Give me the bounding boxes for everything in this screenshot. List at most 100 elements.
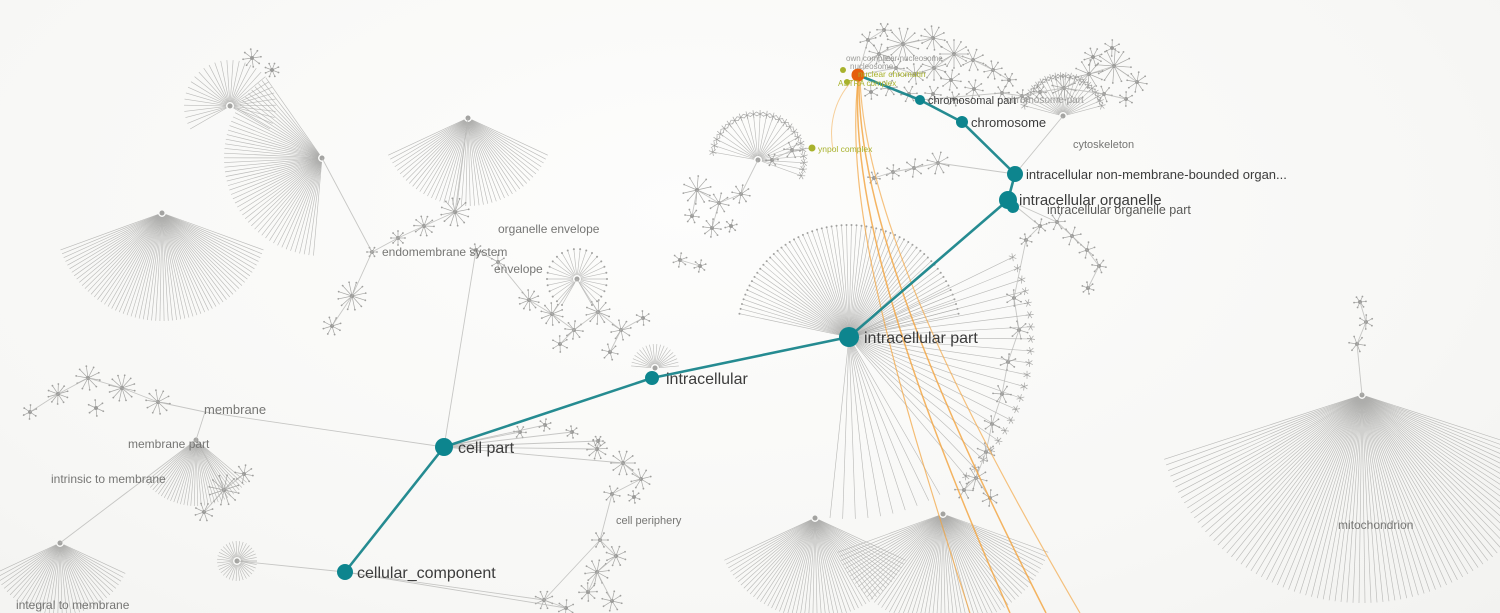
- term-node[interactable]: [952, 97, 956, 101]
- label-own-complex[interactable]: own complex: [846, 54, 893, 63]
- flower-tip-dot: [933, 55, 935, 57]
- term-node[interactable]: [931, 92, 935, 96]
- fan-line: [1365, 396, 1500, 480]
- edge-line: [1025, 225, 1041, 241]
- label-intracellular[interactable]: intracellular: [666, 371, 748, 388]
- label-lear-nucleosome[interactable]: lear nucleosome: [884, 54, 943, 63]
- fan-line: [1055, 76, 1063, 113]
- flower-tip-dot: [984, 64, 987, 66]
- label-envelope[interactable]: envelope: [494, 262, 543, 276]
- cluster-hub-node[interactable]: [227, 103, 233, 109]
- label-intracellular-organelle[interactable]: intracellular organelle: [1019, 192, 1162, 209]
- term-node[interactable]: [94, 406, 98, 410]
- flower-tip-dot: [768, 164, 771, 167]
- label-organelle-envelope[interactable]: organelle envelope: [498, 222, 600, 236]
- fan-line: [229, 125, 319, 157]
- node-intracellular-organelle-part[interactable]: [1007, 201, 1019, 213]
- flower-tip-dot: [503, 257, 505, 260]
- term-node[interactable]: [869, 90, 873, 94]
- flower-tip-dot: [425, 234, 428, 237]
- label-nuclear-chromatin[interactable]: nuclear chromatin: [858, 69, 926, 79]
- flower-tip-dot: [360, 305, 363, 308]
- term-node[interactable]: [250, 56, 254, 60]
- olive-term-node[interactable]: [840, 67, 846, 73]
- flower-line: [585, 571, 598, 574]
- label-intracellular-non-membrane-bounded-organ-[interactable]: intracellular non-membrane-bounded organ…: [1026, 167, 1287, 182]
- label-chromosomal-part[interactable]: chromosomal part: [928, 95, 1016, 107]
- olive-term-node[interactable]: [844, 79, 850, 85]
- node-cellular-component[interactable]: [337, 564, 353, 580]
- term-node[interactable]: [972, 87, 976, 91]
- node-intracellular-non-membrane-bounded-organelle[interactable]: [1007, 166, 1023, 182]
- flower-tip-dot: [872, 44, 875, 47]
- term-node[interactable]: [949, 78, 953, 82]
- fan-tip-dot: [756, 271, 759, 274]
- fan-line: [163, 216, 202, 314]
- flower-tip-dot: [364, 292, 367, 294]
- fan-line: [163, 216, 213, 309]
- fan-line: [183, 443, 196, 505]
- edge-line: [59, 439, 197, 544]
- label-mitochondrion[interactable]: mitochondrion: [1338, 518, 1413, 532]
- cluster-hub-node[interactable]: [940, 511, 946, 517]
- label-cellular-component[interactable]: cellular_component: [357, 565, 496, 582]
- label-intracellular-part[interactable]: intracellular part: [864, 330, 978, 347]
- label-membrane[interactable]: membrane: [204, 402, 266, 417]
- label-intracellular-organelle-part[interactable]: intracellular organelle part: [1047, 203, 1191, 217]
- label-endomembrane-system[interactable]: endomembrane system: [382, 245, 507, 259]
- flower-tip-dot: [718, 221, 720, 224]
- label-intrinsic-to-membrane[interactable]: intrinsic to membrane: [51, 472, 166, 486]
- flower-tip-dot: [237, 465, 240, 468]
- fan-line: [138, 216, 162, 319]
- fan-line: [61, 214, 159, 255]
- cluster-hub-node[interactable]: [812, 515, 818, 521]
- label-cell-periphery[interactable]: cell periphery: [616, 515, 682, 527]
- flower-tip-dot: [1126, 79, 1129, 82]
- node-intracellular[interactable]: [645, 371, 659, 385]
- cluster-hub-node[interactable]: [159, 210, 165, 216]
- label-astra-complex[interactable]: ASTRA complex: [838, 79, 896, 88]
- flower-tip-dot: [712, 193, 715, 196]
- fan-line: [852, 314, 1030, 337]
- label-cytoskeleton[interactable]: cytoskeleton: [1073, 139, 1134, 151]
- label-membrane-part[interactable]: membrane part: [128, 437, 210, 451]
- fan-line: [852, 285, 949, 336]
- fan-tip-star: [763, 112, 771, 118]
- flower-tip-dot: [745, 200, 747, 203]
- term-node[interactable]: [632, 495, 636, 499]
- fan-line: [577, 250, 587, 276]
- flower-tip-dot: [891, 59, 894, 62]
- node-chromosome[interactable]: [956, 116, 968, 128]
- label-nucleosome[interactable]: nucleosome: [850, 62, 894, 71]
- node-intracellular-part[interactable]: [839, 327, 859, 347]
- flower-tip-dot: [787, 141, 790, 144]
- label-cell-part[interactable]: cell part: [458, 440, 515, 457]
- olive-term-node[interactable]: [808, 144, 816, 152]
- label-chromosome[interactable]: chromosome: [971, 115, 1046, 130]
- term-flower: [47, 383, 69, 405]
- fan-line: [852, 338, 1021, 399]
- node-cell-part[interactable]: [435, 438, 453, 456]
- term-node[interactable]: [1091, 55, 1095, 59]
- flower-tip-dot: [1087, 241, 1090, 244]
- cluster-hub-node[interactable]: [652, 365, 658, 371]
- fan-line: [63, 545, 119, 586]
- radial-cluster: [184, 60, 276, 130]
- flower-line: [1063, 87, 1066, 100]
- flower-tip-dot: [588, 454, 591, 457]
- flower-line: [689, 177, 698, 191]
- term-node[interactable]: [270, 68, 274, 72]
- node-nucleosome-focus[interactable]: [851, 68, 865, 82]
- flower-tip-dot: [641, 310, 644, 312]
- label-ynpol-complex[interactable]: ynpol complex: [818, 144, 873, 154]
- flower-tip-dot: [686, 199, 689, 202]
- flower-tip-dot: [612, 455, 615, 457]
- fan-tip-dot: [902, 238, 905, 241]
- label-chromosome-part[interactable]: chromosome part: [1006, 95, 1084, 106]
- flower-tip-dot: [965, 46, 968, 48]
- term-node[interactable]: [729, 224, 733, 228]
- label-integral-to-membrane[interactable]: integral to membrane: [16, 598, 130, 612]
- node-chromosomal-part[interactable]: [915, 95, 925, 105]
- term-node[interactable]: [1110, 46, 1114, 50]
